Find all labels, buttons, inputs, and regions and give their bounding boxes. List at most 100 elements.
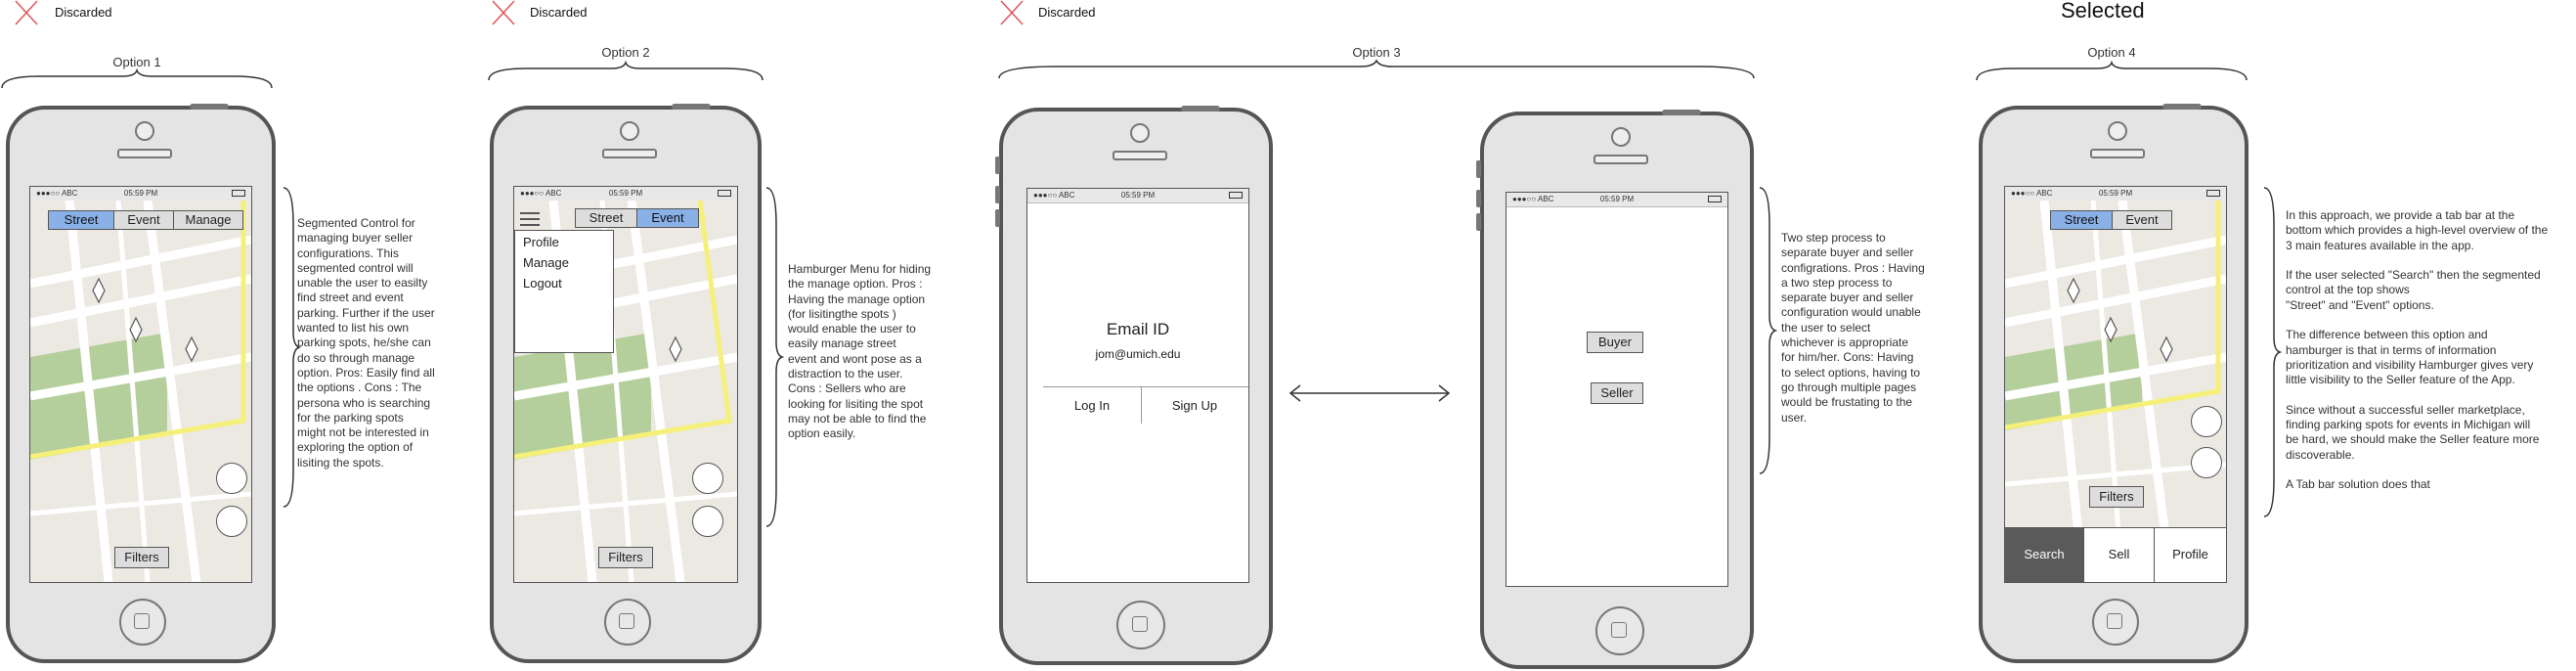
segmented-control: Street Event: [2050, 210, 2172, 230]
status-bar: ●●●○○ ABC 05:59 PM: [30, 187, 251, 201]
power-button: [1181, 106, 1220, 112]
camera: [1611, 127, 1631, 147]
email-label: Email ID: [1106, 320, 1170, 338]
buyer-button[interactable]: Buyer: [1587, 332, 1643, 353]
option-4-brace: [1976, 61, 2248, 81]
option-1-brace: [1, 68, 273, 89]
double-arrow-icon: [1288, 384, 1451, 402]
phone-screen-3b: ●●●○○ ABC 05:59 PM Buyer Seller: [1506, 192, 1728, 587]
segment-street[interactable]: Street: [576, 209, 637, 227]
description-option-4: In this approach, we provide a tab bar a…: [2286, 208, 2549, 492]
battery-icon: [232, 190, 245, 197]
power-button: [190, 104, 229, 110]
segment-street[interactable]: Street: [49, 211, 114, 229]
option-2-label: Option 2: [601, 45, 650, 60]
seller-button[interactable]: Seller: [1591, 382, 1643, 404]
status-selected: Selected: [2061, 0, 2145, 22]
segment-street[interactable]: Street: [2051, 211, 2113, 229]
tab-search[interactable]: Search: [2005, 528, 2083, 582]
desc-3-brace: [1759, 187, 1777, 474]
divider: [1141, 386, 1142, 424]
menu-item-logout[interactable]: Logout: [523, 276, 562, 291]
signup-button[interactable]: Sign Up: [1171, 398, 1218, 413]
clock: 05:59 PM: [608, 189, 643, 198]
email-value[interactable]: jom@umich.edu: [1095, 347, 1181, 361]
clock: 05:59 PM: [1120, 191, 1156, 200]
desc-1-brace: [283, 187, 301, 508]
phone-screen-3a: ●●●○○ ABC 05:59 PM Email ID jom@umich.edu…: [1026, 188, 1249, 583]
clock: 05:59 PM: [123, 189, 158, 198]
power-button: [2162, 104, 2202, 110]
power-button: [1662, 110, 1701, 115]
battery-icon: [1229, 192, 1243, 199]
segment-event[interactable]: Event: [637, 209, 698, 227]
map-control-button[interactable]: [2191, 447, 2222, 478]
segment-event[interactable]: Event: [2125, 212, 2159, 227]
side-button: [995, 209, 1000, 227]
phone-option-3-login: ●●●○○ ABC 05:59 PM Email ID jom@umich.edu…: [995, 106, 1273, 665]
hamburger-menu: Profile Manage Logout: [514, 230, 614, 353]
home-button[interactable]: [119, 599, 166, 646]
segment-manage[interactable]: Manage: [185, 212, 232, 227]
desc-2-brace: [765, 187, 784, 527]
side-button: [995, 157, 1000, 174]
earpiece: [2090, 149, 2145, 158]
home-button[interactable]: [1116, 601, 1165, 649]
status-discarded-2: Discarded: [530, 5, 588, 20]
tab-sell[interactable]: Sell: [2083, 528, 2154, 582]
option-3-label: Option 3: [1352, 45, 1401, 60]
clock: 05:59 PM: [2098, 189, 2133, 198]
segment-event[interactable]: Event: [114, 211, 174, 229]
camera: [135, 121, 154, 141]
tab-profile[interactable]: Profile: [2154, 528, 2226, 582]
map: [30, 201, 251, 582]
carrier: ●●●○○ ABC: [36, 189, 78, 198]
side-button: [1476, 213, 1481, 231]
segmented-control: Street Event Manage: [48, 210, 243, 230]
side-button: [1476, 190, 1481, 207]
desc-4-brace: [2263, 187, 2282, 517]
earpiece: [117, 149, 172, 158]
map-control-button[interactable]: [216, 463, 247, 494]
status-discarded-1: Discarded: [55, 5, 112, 20]
battery-icon: [1708, 196, 1722, 202]
hamburger-icon[interactable]: [520, 212, 540, 226]
menu-item-manage[interactable]: Manage: [523, 255, 569, 270]
map: [2005, 201, 2226, 582]
status-discarded-3: Discarded: [1038, 5, 1096, 20]
home-button[interactable]: [604, 599, 651, 646]
camera: [1130, 123, 1150, 143]
power-button: [672, 104, 711, 110]
menu-item-profile[interactable]: Profile: [523, 235, 559, 249]
filters-button[interactable]: Filters: [2089, 486, 2144, 508]
filters-button[interactable]: Filters: [114, 547, 169, 568]
earpiece: [1594, 155, 1648, 164]
carrier: ●●●○○ ABC: [1512, 195, 1554, 203]
segmented-control: Street Event: [575, 208, 699, 228]
map-control-button[interactable]: [692, 506, 723, 537]
map-control-button[interactable]: [2191, 406, 2222, 437]
clock: 05:59 PM: [1599, 195, 1635, 203]
carrier: ●●●○○ ABC: [1033, 191, 1075, 200]
carrier: ●●●○○ ABC: [2011, 189, 2053, 198]
option-1-label: Option 1: [112, 55, 161, 69]
map-control-button[interactable]: [692, 463, 723, 494]
status-bar: ●●●○○ ABC 05:59 PM: [1506, 193, 1727, 207]
home-button[interactable]: [1595, 606, 1644, 655]
phone-option-3-role: ●●●○○ ABC 05:59 PM Buyer Seller: [1476, 110, 1754, 669]
map-control-button[interactable]: [216, 506, 247, 537]
home-button[interactable]: [2092, 599, 2139, 646]
login-button[interactable]: Log In: [1073, 398, 1111, 413]
option-4-label: Option 4: [2087, 45, 2136, 60]
option-3-brace: [998, 59, 1755, 79]
discarded-x-icon: [15, 0, 38, 25]
option-2-brace: [488, 61, 764, 81]
filters-button[interactable]: Filters: [598, 547, 653, 568]
discarded-x-icon: [1000, 0, 1024, 25]
